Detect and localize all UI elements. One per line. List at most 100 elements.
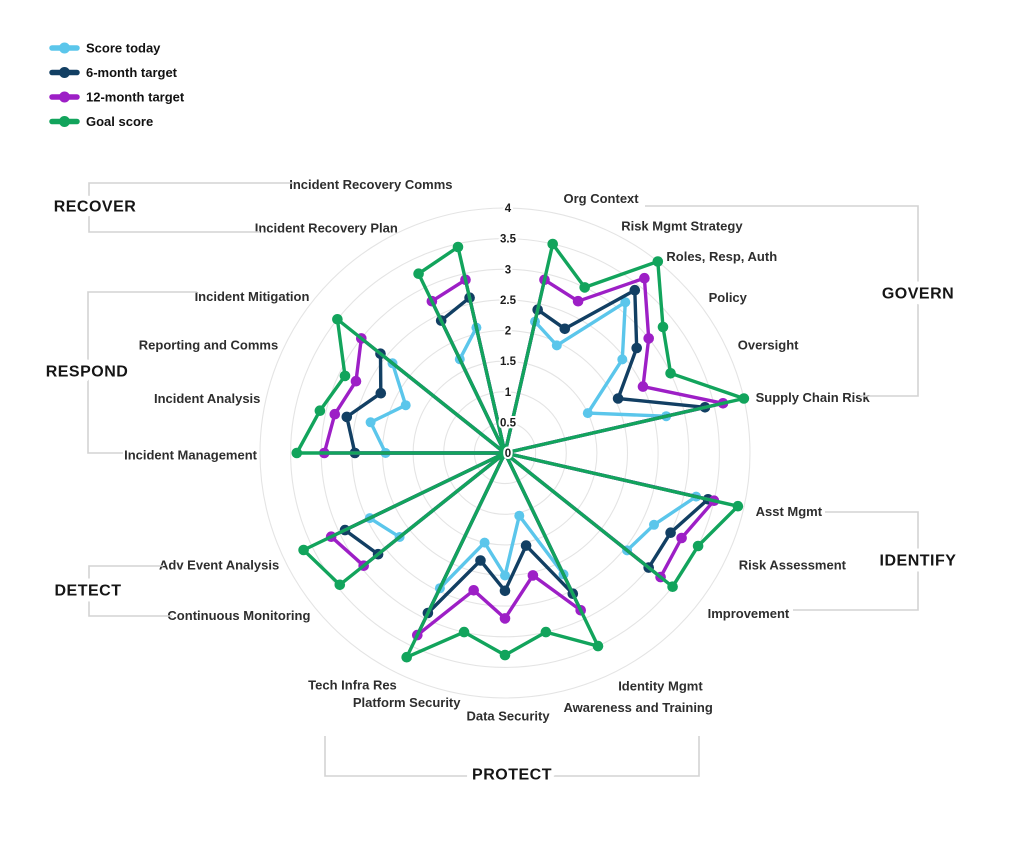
axis-tick-2: 2 — [505, 326, 511, 338]
spoke-label-continuous-monitoring: Continuous Monitoring — [167, 608, 310, 623]
spoke-label-incident-analysis: Incident Analysis — [154, 391, 260, 406]
legend-marker-dot-twelve-month-target — [59, 91, 70, 103]
spoke-label-asst-mgmt: Asst Mgmt — [756, 504, 823, 519]
spoke-label-platform-security: Platform Security — [353, 695, 461, 710]
data-point-twelve-month-target-roles-resp-auth — [639, 272, 650, 284]
legend-label-six-month-target: 6-month target — [86, 65, 178, 80]
data-point-goal-score-tech-infra-res — [401, 651, 413, 663]
group-title-protect: PROTECT — [472, 767, 552, 784]
legend-marker-dot-goal-score — [59, 116, 70, 127]
legend-item-twelve-month-target[interactable]: 12-month target — [49, 90, 185, 105]
radar-line-goal-score-detect — [301, 451, 507, 587]
radar-line-goal-score-recover — [416, 245, 507, 455]
data-point-goal-score-risk-assessment — [692, 540, 704, 552]
legend-item-score-today[interactable]: Score today — [49, 41, 161, 56]
spoke-label-roles-resp-auth: Roles, Resp, Auth — [666, 249, 777, 264]
radar-line-six-month-target-govern — [503, 288, 707, 455]
series-goal-score — [291, 238, 750, 663]
group-bracket-govern — [645, 205, 919, 397]
legend-label-score-today: Score today — [86, 41, 161, 56]
data-point-twelve-month-target-policy — [643, 333, 654, 344]
center-origin-dot — [499, 447, 511, 459]
data-point-goal-score-incident-management — [291, 447, 303, 459]
spoke-label-adv-event-analysis: Adv Event Analysis — [159, 558, 279, 573]
data-point-twelve-month-target-data-security — [499, 613, 511, 624]
spoke-label-incident-recovery-plan: Incident Recovery Plan — [255, 221, 398, 236]
data-point-score-today-platform-security — [479, 537, 490, 548]
legend-label-goal-score: Goal score — [86, 114, 153, 129]
data-point-six-month-target-policy — [631, 342, 642, 354]
data-point-goal-score-oversight — [665, 368, 676, 379]
spoke-label-policy: Policy — [709, 290, 748, 305]
group-bracket-recover — [88, 182, 293, 233]
legend-label-twelve-month-target: 12-month target — [86, 90, 185, 105]
radar-line-goal-score-respond — [295, 317, 507, 455]
spoke-label-reporting-and-comms: Reporting and Comms — [139, 337, 278, 352]
group-bracket-protect — [324, 736, 700, 777]
group-title-recover: RECOVER — [54, 199, 137, 216]
spoke-label-tech-infra-res: Tech Infra Res — [308, 677, 397, 692]
data-point-six-month-target-risk-assessment — [665, 527, 676, 538]
group-title-respond: RESPOND — [46, 364, 129, 381]
data-point-score-today-reporting-and-comms — [400, 400, 411, 411]
spoke-label-risk-mgmt-strategy: Risk Mgmt Strategy — [621, 219, 743, 234]
data-point-score-today-data-security — [500, 570, 510, 581]
data-point-score-today-risk-assessment — [649, 519, 659, 530]
data-point-goal-score-org-context — [547, 238, 558, 250]
data-point-goal-score-asst-mgmt — [732, 500, 744, 512]
data-point-goal-score-improvement — [667, 581, 678, 592]
data-point-goal-score-awareness-and-training — [540, 626, 552, 638]
spoke-label-org-context: Org Context — [564, 191, 640, 206]
axis-tick-3-5: 3.5 — [500, 234, 517, 246]
legend-marker-dot-score-today — [59, 42, 70, 54]
spoke-label-oversight: Oversight — [738, 337, 799, 352]
radar-line-goal-score-govern — [503, 242, 746, 455]
group-title-identify: IDENTIFY — [880, 553, 957, 570]
data-point-score-today-risk-mgmt-strategy — [551, 340, 562, 351]
group-title-detect: DETECT — [55, 583, 122, 600]
data-point-six-month-target-roles-resp-auth — [629, 284, 641, 296]
spoke-label-awareness-and-training: Awareness and Training — [564, 700, 713, 715]
data-point-goal-score-incident-mitigation — [332, 314, 343, 325]
data-point-goal-score-reporting-and-comms — [339, 370, 351, 382]
data-point-twelve-month-target-risk-mgmt-strategy — [572, 295, 584, 307]
radar-line-twelve-month-target-govern — [503, 276, 725, 455]
data-point-goal-score-incident-analysis — [314, 405, 326, 417]
data-point-goal-score-incident-recovery-comms — [452, 241, 464, 253]
data-point-goal-score-roles-resp-auth — [652, 256, 664, 267]
spoke-label-improvement: Improvement — [708, 606, 790, 621]
axis-tick-0-5: 0.5 — [500, 417, 517, 429]
data-point-six-month-target-reporting-and-comms — [375, 387, 387, 399]
group-title-govern: GOVERN — [882, 286, 954, 303]
spoke-label-identity-mgmt: Identity Mgmt — [618, 678, 703, 693]
axis-tick-0: 0 — [505, 448, 511, 460]
spoke-label-incident-recovery-comms: Incident Recovery Comms — [289, 177, 452, 192]
data-point-six-month-target-oversight — [612, 393, 624, 404]
data-point-twelve-month-target-reporting-and-comms — [350, 375, 362, 387]
data-point-goal-score-identity-mgmt — [592, 640, 604, 652]
legend-marker-dot-six-month-target — [59, 67, 70, 78]
data-point-goal-score-continuous-monitoring — [334, 579, 346, 591]
radar-line-score-today-protect — [438, 451, 566, 590]
data-point-six-month-target-incident-analysis — [341, 411, 353, 423]
data-point-goal-score-adv-event-analysis — [298, 544, 309, 556]
group-bracket-respond — [87, 291, 197, 454]
group-bracket-detect — [88, 565, 172, 617]
data-point-goal-score-incident-recovery-plan — [413, 268, 424, 280]
axis-tick-1: 1 — [505, 387, 512, 399]
data-point-twelve-month-target-incident-analysis — [329, 408, 341, 420]
data-point-score-today-roles-resp-auth — [620, 297, 631, 308]
data-point-score-today-awareness-and-training — [514, 510, 525, 521]
radar-line-score-today-govern — [503, 300, 668, 455]
spoke-label-data-security: Data Security — [466, 709, 550, 724]
legend-item-goal-score[interactable]: Goal score — [49, 114, 153, 129]
data-point-six-month-target-awareness-and-training — [520, 540, 532, 551]
data-point-twelve-month-target-awareness-and-training — [527, 570, 539, 581]
legend-item-six-month-target[interactable]: 6-month target — [49, 65, 178, 80]
data-point-goal-score-supply-chain-risk — [738, 393, 750, 404]
spoke-label-risk-assessment: Risk Assessment — [739, 558, 847, 573]
grid-ring — [290, 238, 720, 668]
